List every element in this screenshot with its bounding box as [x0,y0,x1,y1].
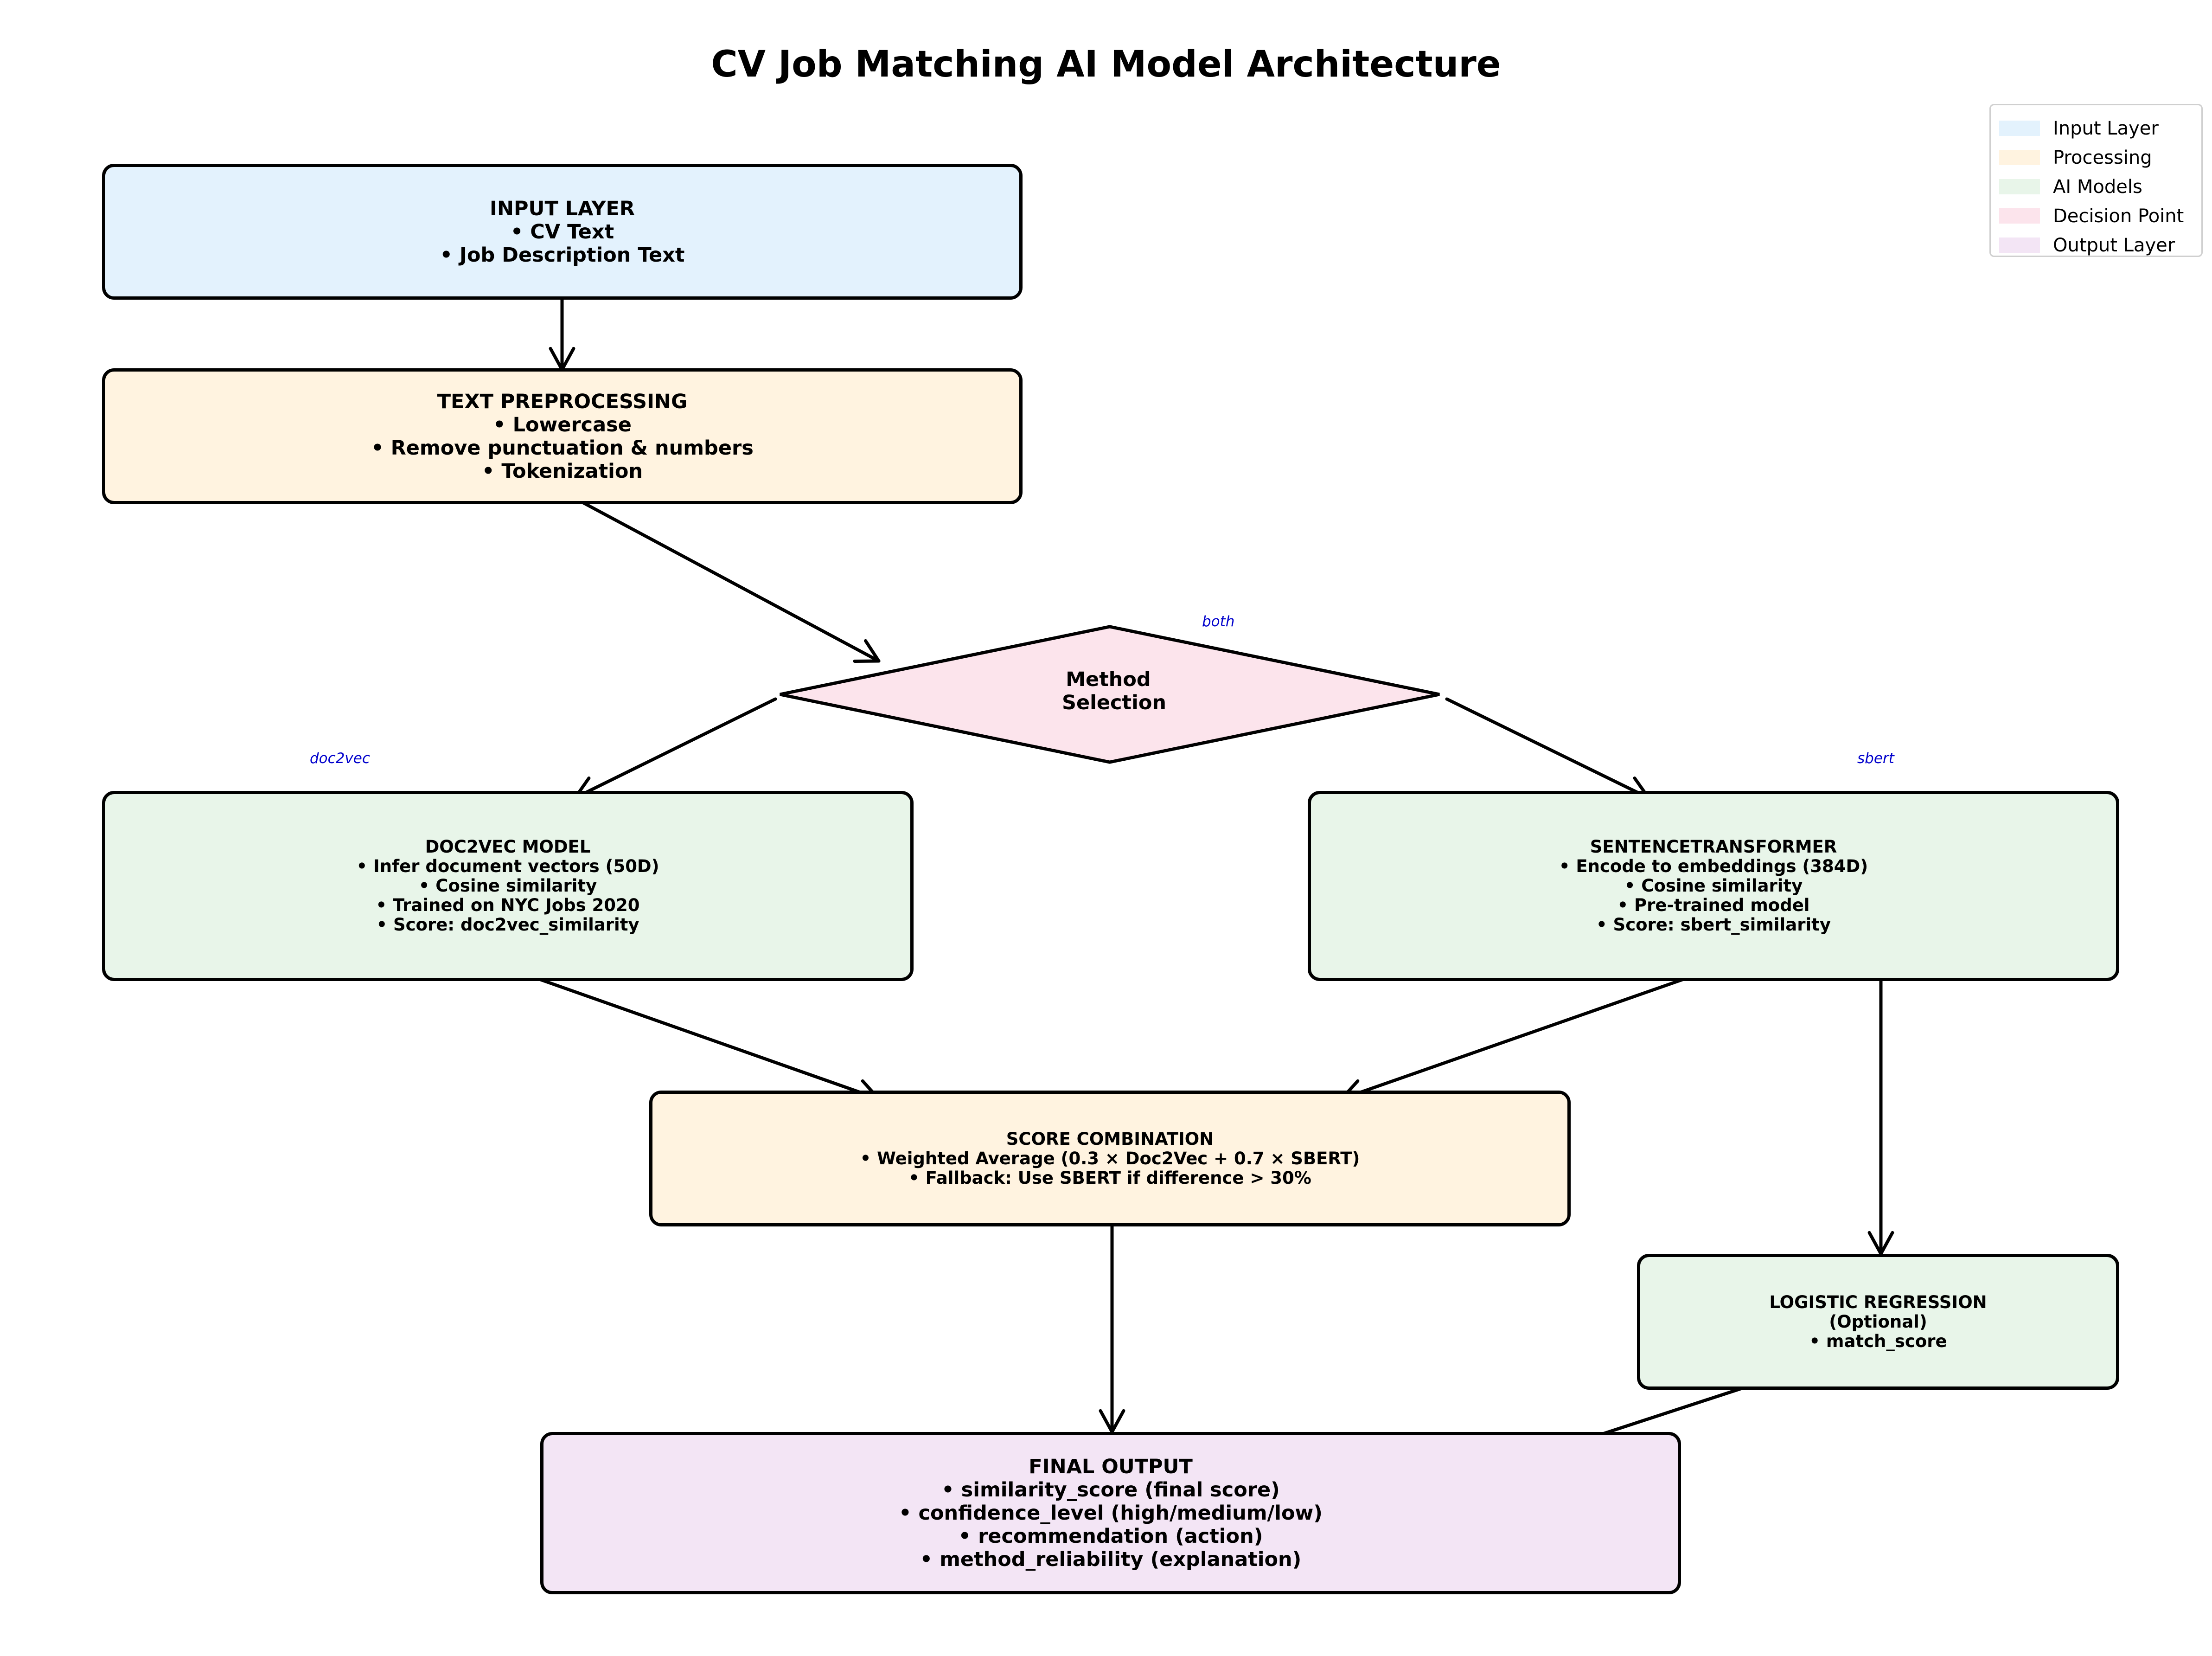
text-preprocessing-box: TEXT PREPROCESSING• Lowercase• Remove pu… [102,368,1023,504]
decision-line: Method [1066,668,1151,691]
legend-swatch [1999,208,2040,224]
decision-diamond [780,625,1440,764]
legend: Input Layer Processing AI Models Decisio… [1989,104,2203,257]
sbert-line: SENTENCETRANSFORMER [1590,837,1837,857]
preprocessing-line: • Remove punctuation & numbers [371,436,754,460]
logreg-line: (Optional) [1829,1311,1927,1332]
preprocessing-line: • Lowercase [493,413,632,436]
arrow-preprocessing-to-decision [569,494,881,663]
doc2vec-line: • Cosine similarity [418,876,597,896]
doc2vec-line: • Score: doc2vec_similarity [376,915,639,935]
combination-line: SCORE COMBINATION [1006,1129,1214,1149]
combination-line: • Weighted Average (0.3 × Doc2Vec + 0.7 … [860,1148,1360,1168]
input-line: • Job Description Text [440,243,685,267]
doc2vec-line: DOC2VEC MODEL [425,837,591,857]
output-line: FINAL OUTPUT [1029,1455,1193,1478]
logreg-line: LOGISTIC REGRESSION [1769,1292,1987,1312]
arrow-sbert-to-logreg [1867,975,1894,1256]
legend-swatch [1999,179,2040,194]
legend-label: Processing [2053,147,2152,168]
legend-item: Decision Point [1999,201,2201,231]
sbert-line: • Cosine similarity [1624,876,1803,896]
legend-label: Input Layer [2053,117,2159,139]
sbert-line: • Encode to embeddings (384D) [1559,856,1868,876]
output-line: • method_reliability (explanation) [920,1548,1302,1571]
output-line: • recommendation (action) [958,1525,1263,1548]
arrow-decision-to-doc2vec [573,697,777,801]
branch-label-doc2vec: doc2vec [310,750,370,767]
legend-swatch [1999,121,2040,136]
input-line: INPUT LAYER [490,197,635,220]
doc2vec-model-box: DOC2VEC MODEL• Infer document vectors (5… [102,791,914,981]
doc2vec-line: • Trained on NYC Jobs 2020 [376,895,640,915]
legend-swatch [1999,237,2040,253]
legend-item: AI Models [1999,172,2201,201]
sentence-transformer-box: SENTENCETRANSFORMER• Encode to embedding… [1308,791,2119,981]
sbert-line: • Pre-trained model [1617,895,1810,915]
output-line: • similarity_score (final score) [941,1478,1280,1502]
diagram-title: CV Job Matching AI Model Architecture [711,44,1501,85]
branch-label-sbert: sbert [1857,750,1894,767]
legend-label: AI Models [2053,176,2142,198]
legend-item: Processing [1999,143,2201,172]
sbert-line: • Score: sbert_similarity [1596,915,1831,935]
legend-swatch [1999,150,2040,165]
arrow-doc2vec-to-combination [514,969,881,1104]
decision-line: Selection [1062,691,1166,714]
arrow-combination-to-output [1099,1221,1125,1434]
input-layer-box: INPUT LAYER• CV Text• Job Description Te… [102,164,1023,300]
score-combination-box: SCORE COMBINATION• Weighted Average (0.3… [649,1091,1571,1226]
input-line: • CV Text [510,220,614,244]
doc2vec-line: • Infer document vectors (50D) [356,856,659,876]
legend-item: Input Layer [1999,114,2201,143]
preprocessing-line: • Tokenization [481,459,643,483]
combination-line: • Fallback: Use SBERT if difference > 30… [908,1168,1311,1188]
arrow-input-to-preprocessing [549,295,575,372]
output-line: • confidence_level (high/medium/low) [899,1502,1323,1525]
preprocessing-line: TEXT PREPROCESSING [437,390,688,413]
flow-arrows [514,295,1894,1489]
branch-label-both: both [1202,613,1235,630]
legend-label: Output Layer [2053,234,2175,256]
final-output-box: FINAL OUTPUT• similarity_score (final sc… [540,1432,1681,1594]
legend-label: Decision Point [2053,205,2184,227]
legend-item: Output Layer [1999,231,2201,260]
arrow-decision-to-sbert [1445,697,1650,801]
logistic-regression-box: LOGISTIC REGRESSION(Optional)• match_sco… [1637,1254,2119,1390]
logreg-line: • match_score [1809,1331,1947,1351]
arrow-sbert-to-combination [1340,969,1709,1104]
